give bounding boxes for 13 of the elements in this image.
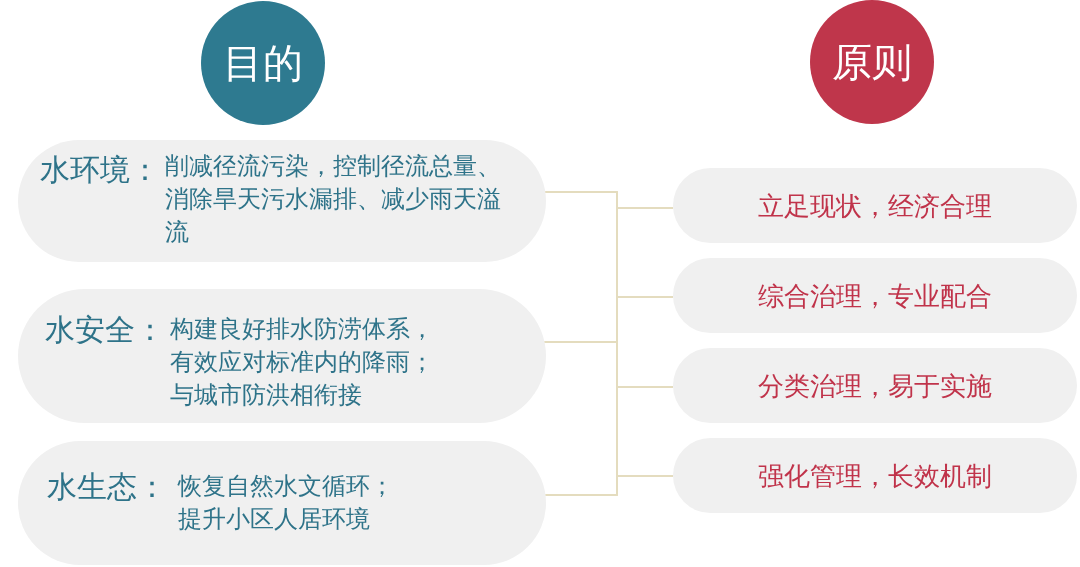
heading-text: 原则 <box>832 38 912 86</box>
item-description: 恢复自然水文循环；提升小区人居环境 <box>178 471 395 535</box>
item-description: 构建良好排水防涝体系，有效应对标准内的降雨；与城市防洪相衔接 <box>170 314 435 411</box>
item-description: 削减径流污染，控制径流总量、消除旱天污水漏排、减少雨天溢流 <box>165 151 502 248</box>
principle-text: 分类治理，易于实施 <box>757 369 993 403</box>
connector-line <box>544 475 674 496</box>
item-heading: 水生态： <box>47 469 167 505</box>
principle-text: 强化管理，长效机制 <box>757 459 993 493</box>
principle-text: 立足现状，经济合理 <box>757 189 993 223</box>
item-heading: 水环境： <box>40 152 160 188</box>
heading-text: 目的 <box>223 39 303 87</box>
item-heading: 水安全： <box>45 312 165 348</box>
principle-text: 综合治理，专业配合 <box>757 279 993 313</box>
